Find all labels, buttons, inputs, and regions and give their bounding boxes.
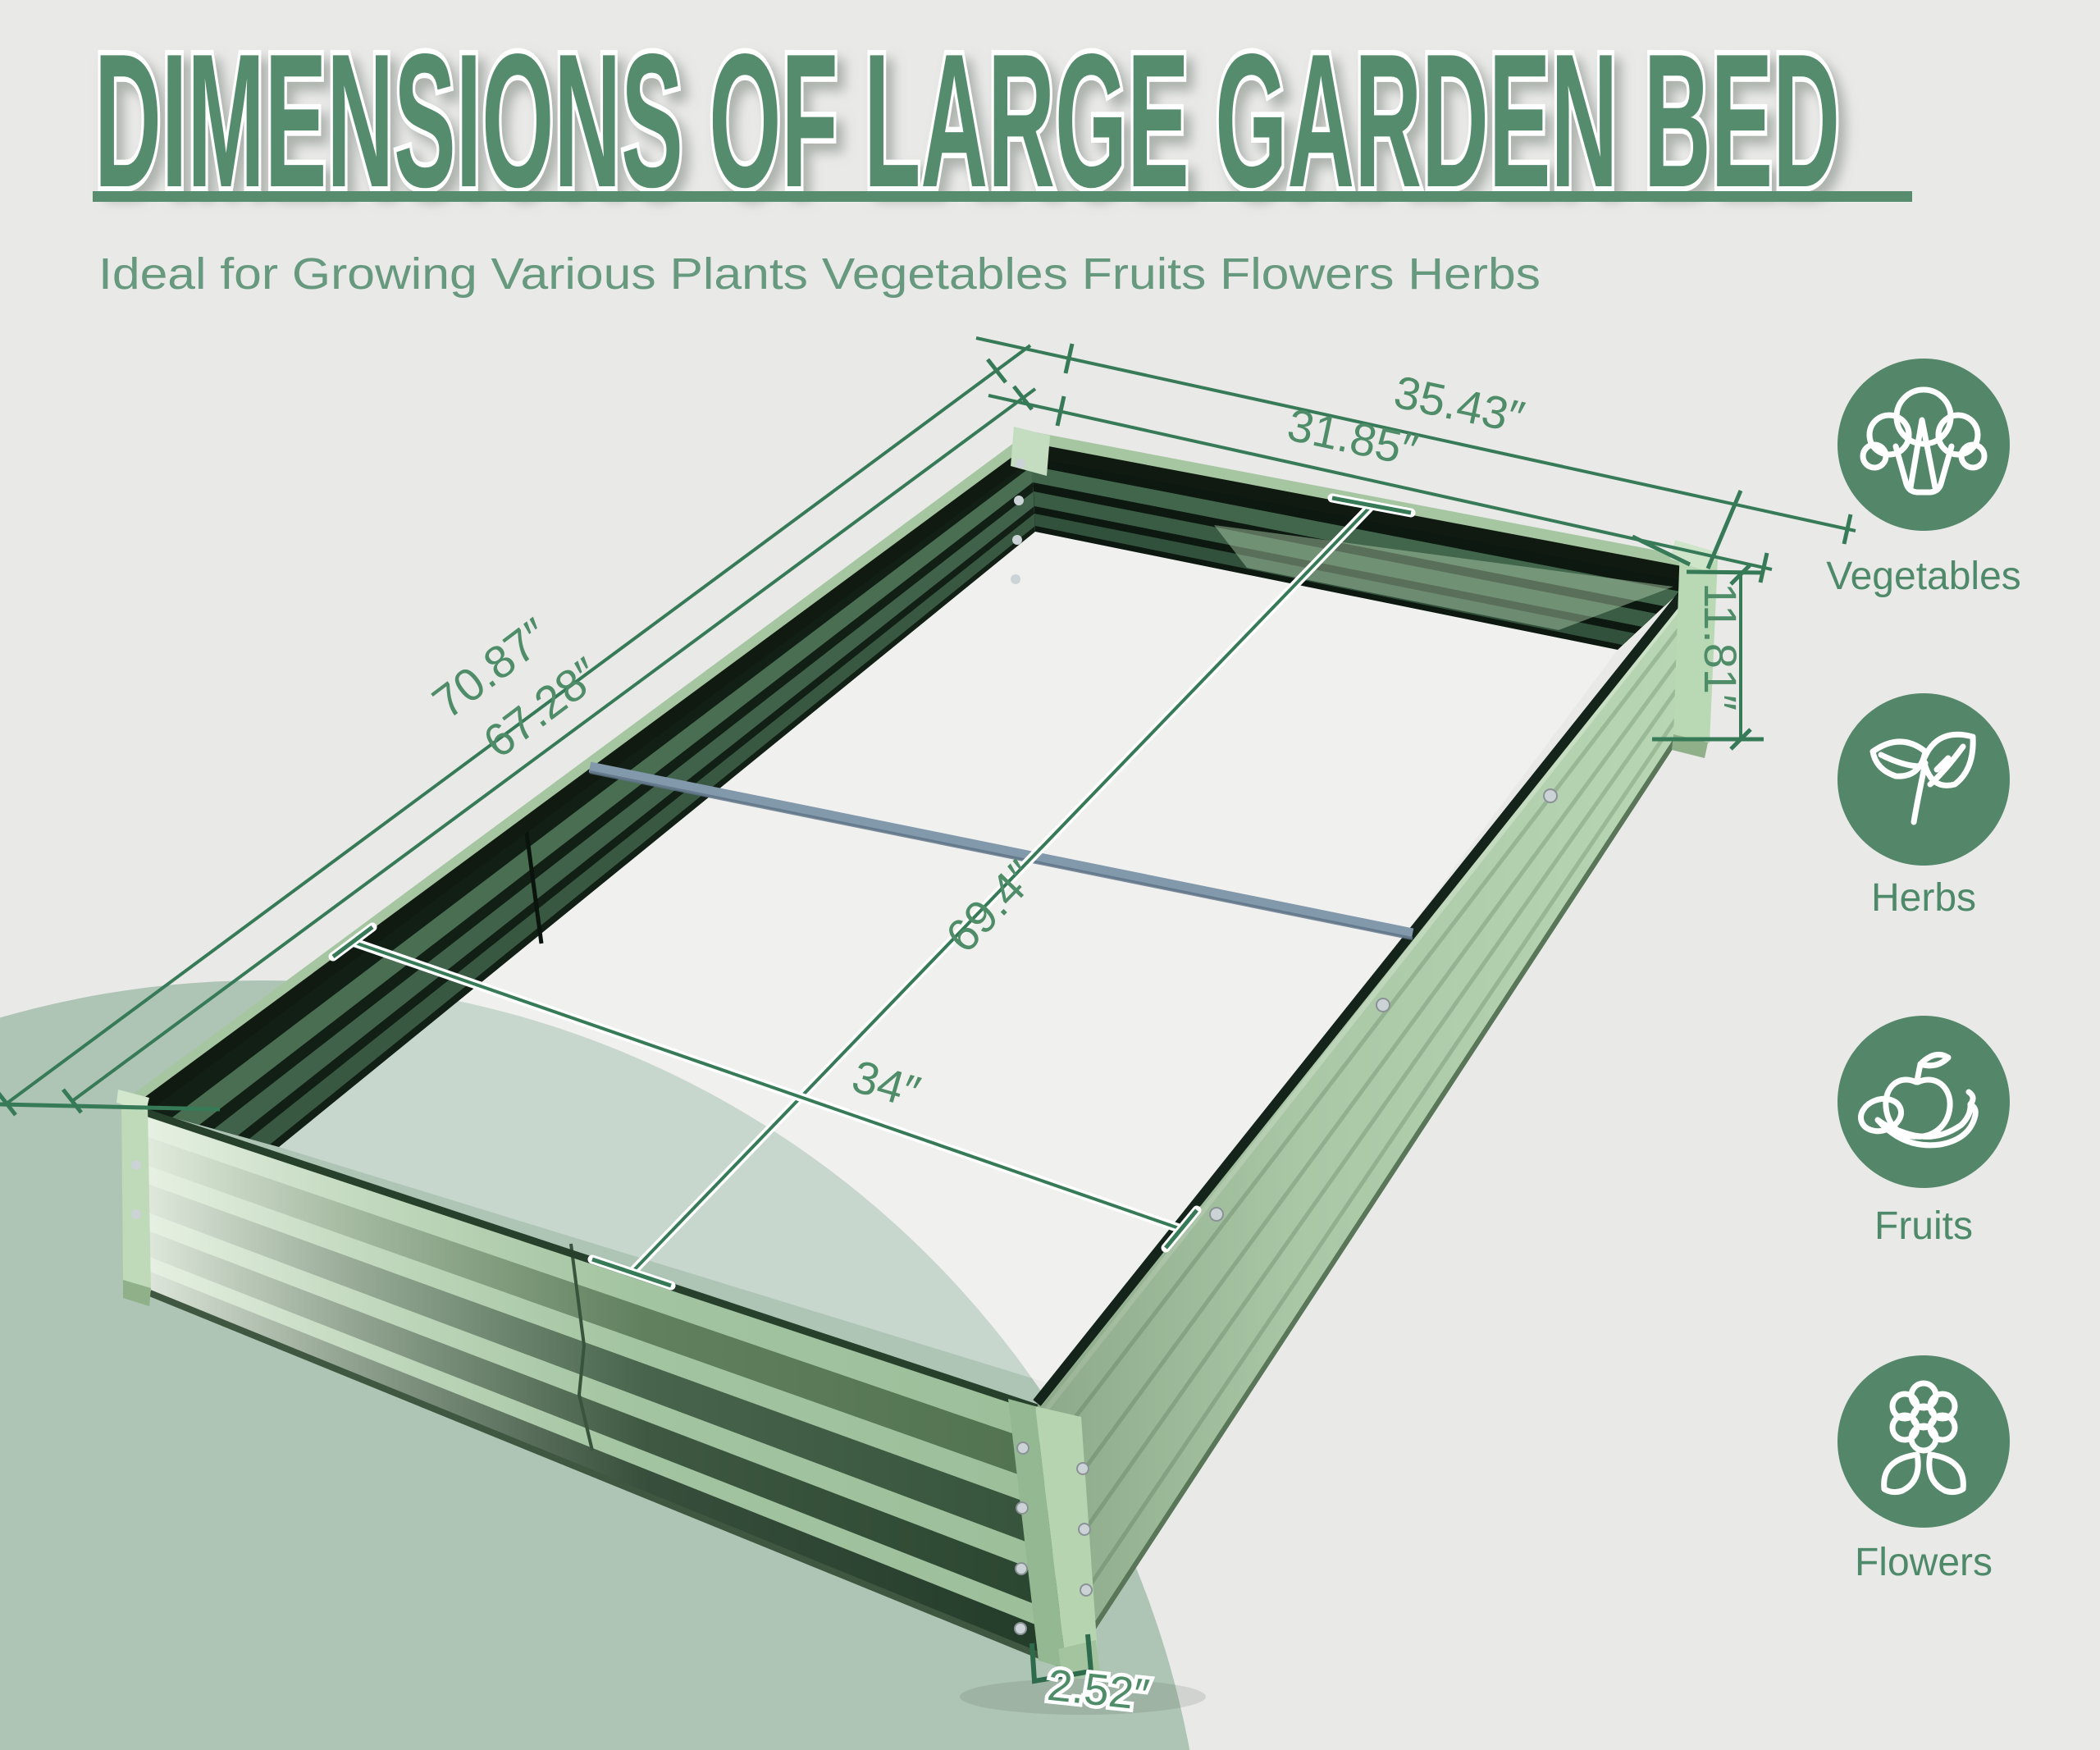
category-flowers: Flowers [1838, 1355, 2010, 1584]
herb-leaves-icon [1869, 731, 1976, 825]
broccoli-icon [1860, 386, 1988, 496]
header: DIMENSIONS OF LARGE GARDEN BED Ideal for… [89, 10, 1912, 299]
height-label: 11.81″ [1695, 583, 1746, 711]
garden-bed-photo [116, 427, 1719, 1715]
fruits-label: Fruits [1874, 1204, 1973, 1248]
fruits-icon [1858, 1051, 1979, 1149]
dimension-annotations: 70.87″ 67.28″ 35.43″ 31.85″ [0, 336, 1856, 1724]
flowers-badge [1838, 1355, 2010, 1528]
bed-exterior-front-left-wall [131, 1106, 1070, 1670]
fruits-badge [1838, 1016, 2010, 1188]
bed-crossbar-brace [588, 761, 1414, 940]
category-list: Vegetables Herbs [1826, 359, 2021, 1584]
title-underline [93, 191, 1912, 202]
vegetables-label: Vegetables [1826, 555, 2021, 598]
dimension-height: 11.81″ [1652, 563, 1764, 751]
flower-icon [1881, 1380, 1966, 1496]
flowers-label: Flowers [1855, 1541, 1993, 1584]
category-herbs: Herbs [1838, 693, 2010, 920]
page-subtitle: Ideal for Growing Various Plants Vegetab… [98, 249, 1541, 299]
dimension-floor-length: 69.4″ [587, 493, 1416, 1291]
herbs-label: Herbs [1871, 876, 1976, 920]
bed-floor-opening [279, 532, 1618, 1388]
bed-exterior-front-right-wall [1036, 569, 1705, 1669]
dimension-floor-width: 34″ [328, 922, 1202, 1253]
category-fruits: Fruits [1838, 1016, 2010, 1248]
category-vegetables: Vegetables [1826, 359, 2021, 598]
